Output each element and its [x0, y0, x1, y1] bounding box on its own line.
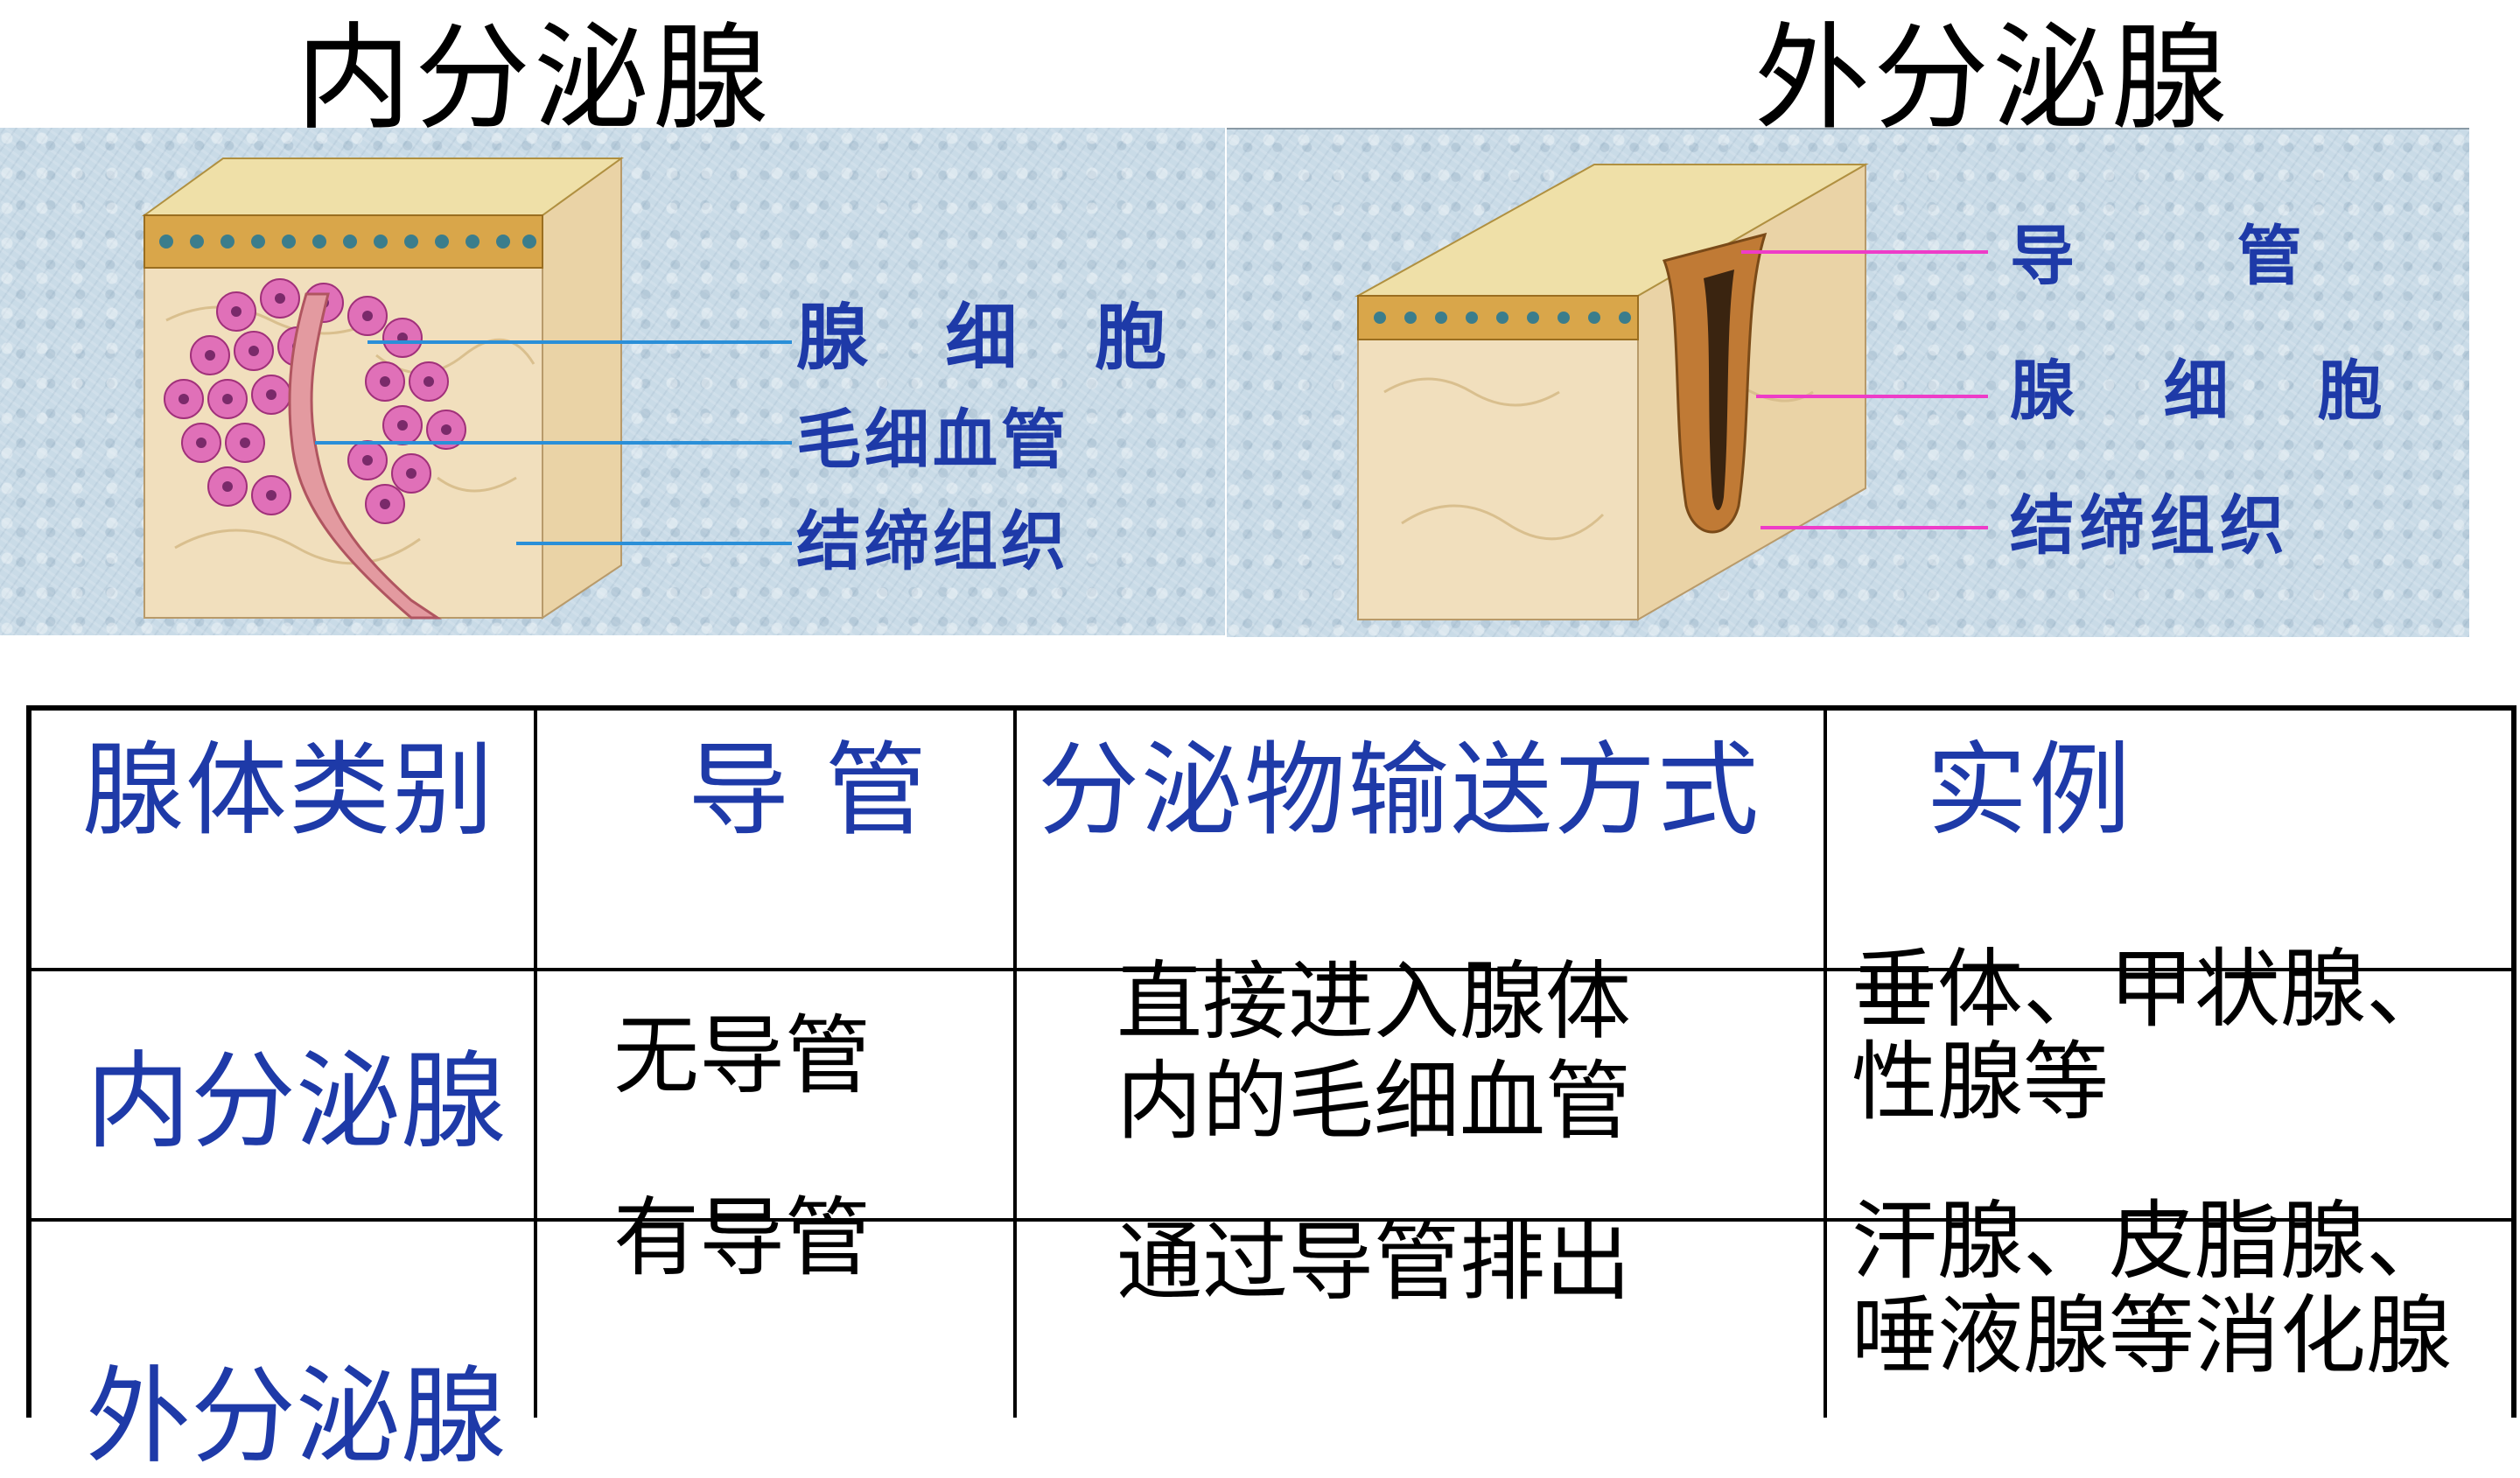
label-gland-cell: 腺 细 胞 [796, 297, 1194, 380]
row-endocrine-transport-line2: 内的毛细血管 [1116, 1052, 1632, 1152]
table-divider [32, 1218, 2511, 1222]
label-duct: 导 管 [2010, 224, 2360, 289]
header-gland-type: 腺体类别 [82, 732, 495, 850]
header-examples: 实例 [1926, 732, 2132, 850]
table-divider [32, 968, 2511, 971]
label-duct-text: 导 管 [2010, 219, 2302, 294]
label-capillary: 毛细血管 [796, 403, 1069, 478]
row-endocrine-examples-line2: 性腺等 [1852, 1033, 2110, 1132]
row-exocrine-transport-line1: 通过导管排出 [1116, 1213, 1632, 1313]
exocrine-illustration [1354, 163, 1988, 621]
table-divider [534, 711, 537, 1418]
header-transport: 分泌物输送方式 [1038, 732, 1760, 850]
table-divider [1013, 711, 1017, 1418]
row-endocrine-examples-line1: 垂体、甲状腺、 [1852, 940, 2453, 1040]
row-endocrine-category: 内分泌腺 [86, 1041, 506, 1163]
row-endocrine-duct: 无导管 [613, 1006, 872, 1106]
exocrine-title: 外分泌腺 [1754, 11, 2230, 146]
label-gland-cell-exo: 腺 细 胞 [2010, 354, 2416, 429]
gland-comparison-table: 腺体类别 导 管 分泌物输送方式 实例 内分泌腺 无导管 直接进入腺体 内的毛细… [26, 705, 2516, 1476]
label-connective-tissue: 结缔组织 [796, 504, 1069, 579]
endocrine-illustration [141, 157, 792, 620]
row-exocrine-examples-line2: 唾液腺等消化腺 [1852, 1286, 2453, 1386]
row-exocrine-duct: 有导管 [613, 1188, 872, 1288]
row-exocrine-examples-line1: 汗腺、皮脂腺、 [1852, 1192, 2453, 1292]
table-divider [1824, 711, 1827, 1418]
row-endocrine-transport-line1: 直接进入腺体 [1116, 952, 1632, 1052]
endocrine-title: 内分泌腺 [296, 11, 772, 146]
exocrine-gland-diagram: 导 管 腺 细 胞 结缔组织 [1227, 128, 2469, 637]
endocrine-gland-diagram: 腺 细 胞 毛细血管 结缔组织 [0, 128, 1225, 635]
header-duct: 导 管 [688, 732, 928, 850]
label-connective-tissue-exo: 结缔组织 [2010, 488, 2290, 564]
